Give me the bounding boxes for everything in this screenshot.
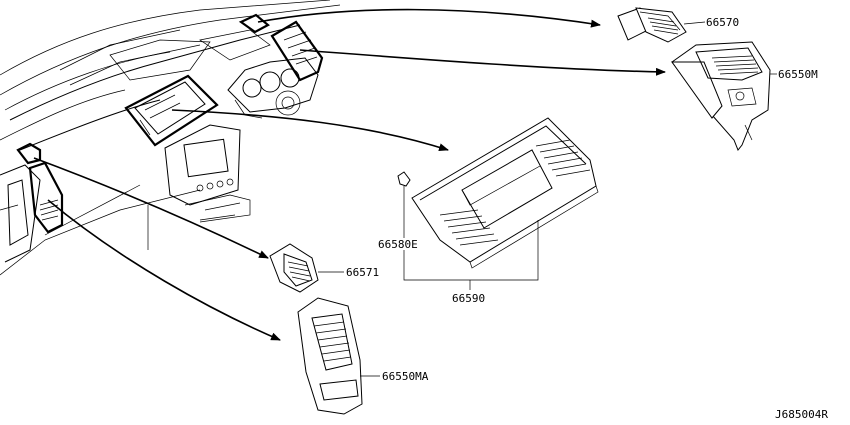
label-66571: 66571 bbox=[346, 266, 379, 279]
part-66550MA-drawing bbox=[297, 297, 380, 415]
label-66550M: 66550M bbox=[778, 68, 818, 81]
label-66570: 66570 bbox=[706, 16, 739, 29]
part-66550M-drawing bbox=[671, 41, 777, 151]
drawing-code: J685004R bbox=[775, 408, 828, 421]
part-66590-drawing bbox=[397, 117, 599, 290]
leader-arrows bbox=[33, 8, 666, 341]
label-66550MA: 66550MA bbox=[382, 370, 429, 383]
part-66570-drawing bbox=[617, 7, 706, 43]
label-66590: 66590 bbox=[452, 292, 485, 305]
part-66571-drawing bbox=[269, 243, 344, 293]
label-66580E: 66580E bbox=[378, 238, 418, 251]
dashboard-illustration bbox=[0, 0, 341, 276]
